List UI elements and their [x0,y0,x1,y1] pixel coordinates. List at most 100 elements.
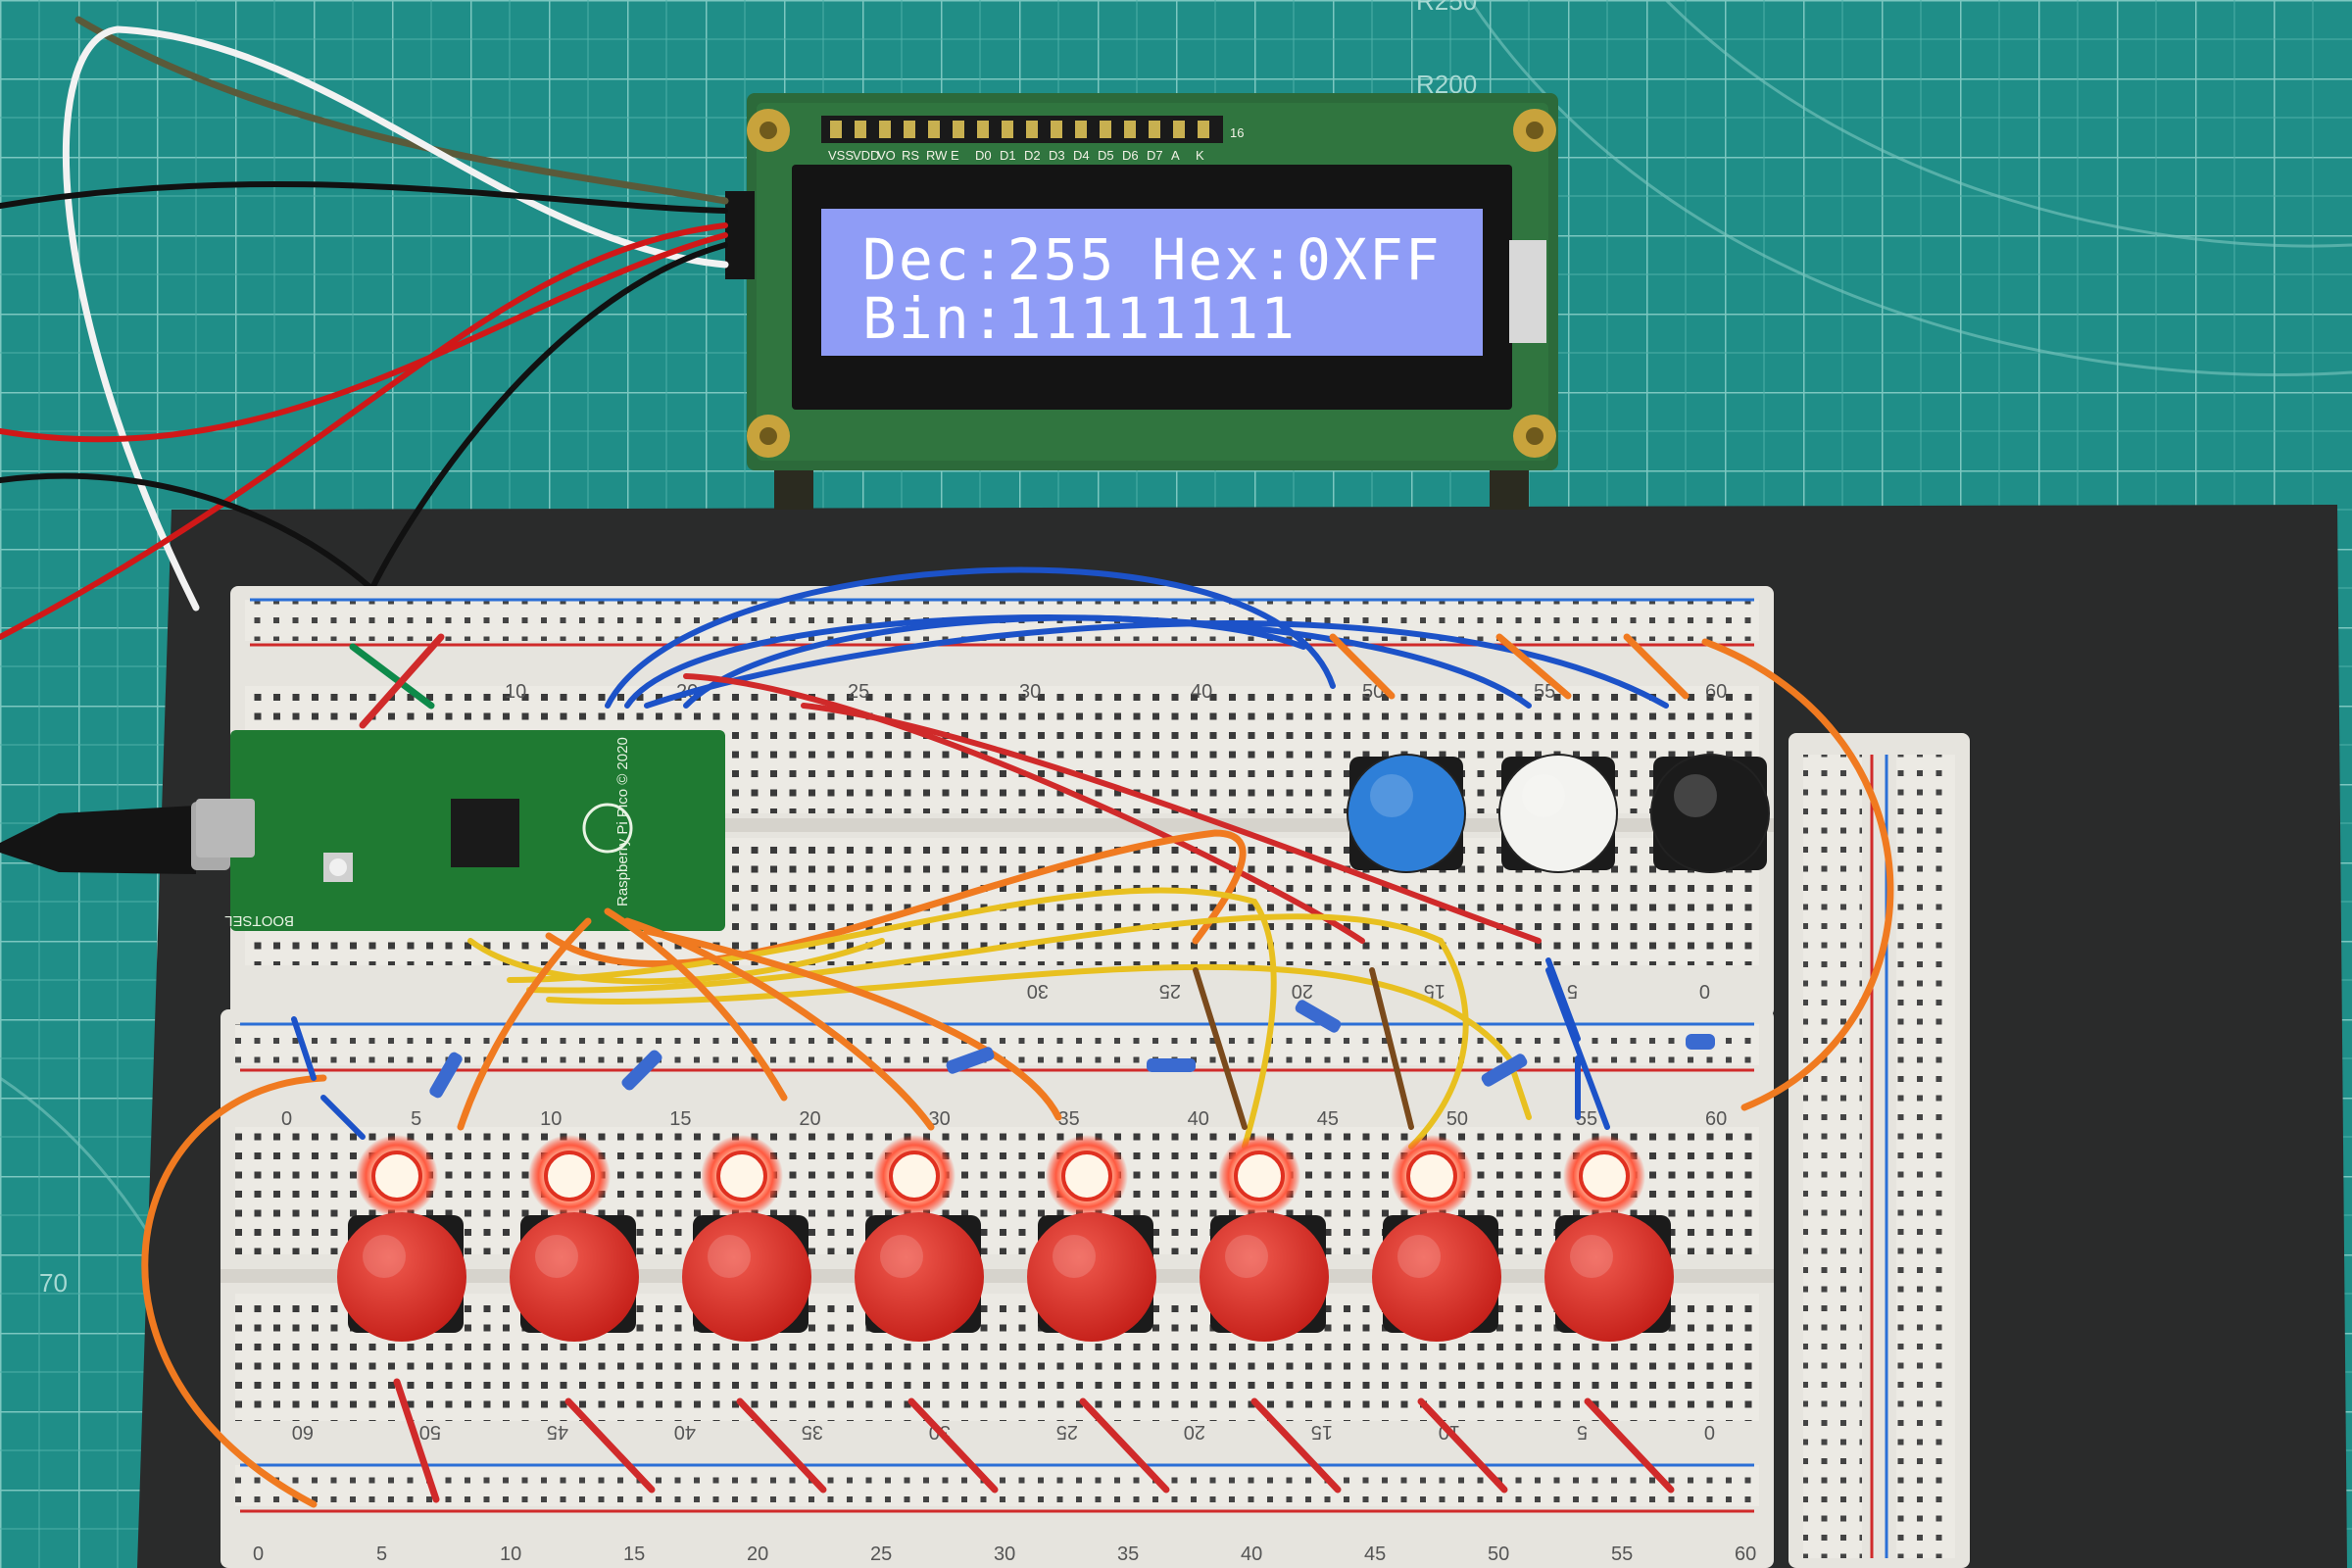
lcd-pin-label: D4 [1073,148,1090,163]
breadboard-column-number: 60 [292,1421,314,1443]
breadboard-column-number: 20 [1292,980,1313,1002]
lcd-pin-label: VSS [828,148,854,163]
lcd-pin-label: D2 [1024,148,1041,163]
breadboard-column-number: 25 [1159,980,1181,1002]
bit-led-7 [1563,1135,1645,1217]
lcd-wires [0,16,729,640]
breadboard-column-number: 30 [1027,980,1049,1002]
lcd-header-pin [830,121,842,138]
breadboard-column-number: 40 [1191,681,1212,703]
pico-board-text: Raspberry Pi Pico © 2020 [614,737,631,906]
breadboard-column-number: 0 [253,1544,264,1565]
raspberry-pi-pico: Raspberry Pi Pico © 2020 BOOTSEL [196,730,725,931]
breadboard-column-number: 35 [1117,1544,1139,1565]
lcd-pin-label: K [1196,148,1204,163]
lcd-pin-label: A [1171,148,1180,163]
breadboard-column-number: 55 [1576,1108,1597,1130]
breadboard-column-number: 5 [411,1108,421,1130]
breadboard-wires [141,566,1894,1508]
lower-breadboard [220,1009,1774,1568]
lcd-header-pin [1051,121,1062,138]
lcd-header-pin [928,121,940,138]
breadboard-column-number: 35 [802,1421,823,1443]
lcd-pin-label: D3 [1049,148,1065,163]
breadboard-column-number: 10 [500,1544,521,1565]
lcd-pin-label: D7 [1147,148,1163,163]
breadboard-column-number: 45 [1317,1108,1339,1130]
breadboard-column-number: 5 [376,1544,387,1565]
breadboard-column-number: 40 [1241,1544,1262,1565]
lcd-header-pin [977,121,989,138]
usb-cable [0,806,196,874]
breadboard-column-number: 15 [623,1544,645,1565]
bit-led-0 [356,1135,438,1217]
bit-button-1[interactable] [510,1212,639,1342]
pico-bootsel-label: BOOTSEL [224,912,294,929]
lcd-header-pin [904,121,915,138]
bit-button-6[interactable] [1372,1212,1501,1342]
lcd-pin-label: VO [877,148,896,163]
breadboard-column-number: 5 [1567,980,1578,1002]
lcd-pin-label: RS [902,148,919,163]
mat-label: R250 [1416,0,1477,16]
mat-label: 70 [39,1268,68,1298]
lcd-pin-label: RW [926,148,948,163]
lcd-pin-label: D1 [1000,148,1016,163]
lcd-pin-label: VDD [853,148,879,163]
resistors [429,1000,1715,1099]
bit-button-0[interactable] [337,1212,466,1342]
breadboard-column-number: 20 [747,1544,768,1565]
bit-button-7[interactable] [1544,1212,1674,1342]
breadboard-column-number: 25 [848,681,869,703]
breadboard-column-number: 50 [1446,1108,1468,1130]
breadboard-column-number: 30 [928,1108,950,1130]
breadboard-column-number: 40 [1188,1108,1209,1130]
lcd-header-pin [879,121,891,138]
lcd-header-pin [1026,121,1038,138]
breadboard-column-number: 40 [674,1421,696,1443]
lcd-header-pin [1124,121,1136,138]
bit-button-2[interactable] [682,1212,811,1342]
lcd-pin-label: D5 [1098,148,1114,163]
breadboard-column-number: 15 [1311,1421,1333,1443]
breadboard-column-number: 55 [1611,1544,1633,1565]
breadboard-column-number: 20 [1184,1421,1205,1443]
bit-led-4 [1046,1135,1128,1217]
lcd-pin-label: D0 [975,148,992,163]
black-push-button[interactable] [1650,754,1770,873]
breadboard-column-number: 20 [799,1108,820,1130]
lcd-header-pin [1173,121,1185,138]
breadboard-column-number: 0 [1704,1421,1715,1443]
breadboard-column-number: 35 [1058,1108,1080,1130]
side-breadboard [1788,733,1970,1568]
lcd-pin-label: E [951,148,959,163]
breadboard-column-number: 30 [1019,681,1041,703]
bit-button-4[interactable] [1027,1212,1156,1342]
bit-button-3[interactable] [855,1212,984,1342]
ground-wires [393,1378,1675,1503]
breadboard-column-number: 10 [540,1108,562,1130]
lcd-pin-label: D6 [1122,148,1139,163]
lcd-screen [821,209,1483,356]
lcd-header-pin [953,121,964,138]
breadboard-column-number: 45 [1364,1544,1386,1565]
breadboard-column-number: 25 [870,1544,892,1565]
blue-push-button[interactable] [1347,754,1466,873]
breadboard-column-number: 45 [547,1421,568,1443]
bit-led-5 [1218,1135,1300,1217]
lcd-header-pin [1075,121,1087,138]
breadboard-column-number: 15 [669,1108,691,1130]
breadboard-column-number: 50 [1488,1544,1509,1565]
lcd-line-2: Bin:11111111 [862,285,1297,352]
lcd-header-pin [1149,121,1160,138]
bit-button-5[interactable] [1200,1212,1329,1342]
white-push-button[interactable] [1498,754,1618,873]
lcd-line-1: Dec:255 Hex:0XFF [862,226,1442,293]
breadboard-column-number: 60 [1735,1544,1756,1565]
lcd-pin-count: 16 [1230,125,1244,140]
lcd-header-pin [1198,121,1209,138]
breadboard-column-number: 25 [1056,1421,1078,1443]
breadboard-column-number: 50 [419,1421,441,1443]
breadboard-column-number: 55 [1534,681,1555,703]
